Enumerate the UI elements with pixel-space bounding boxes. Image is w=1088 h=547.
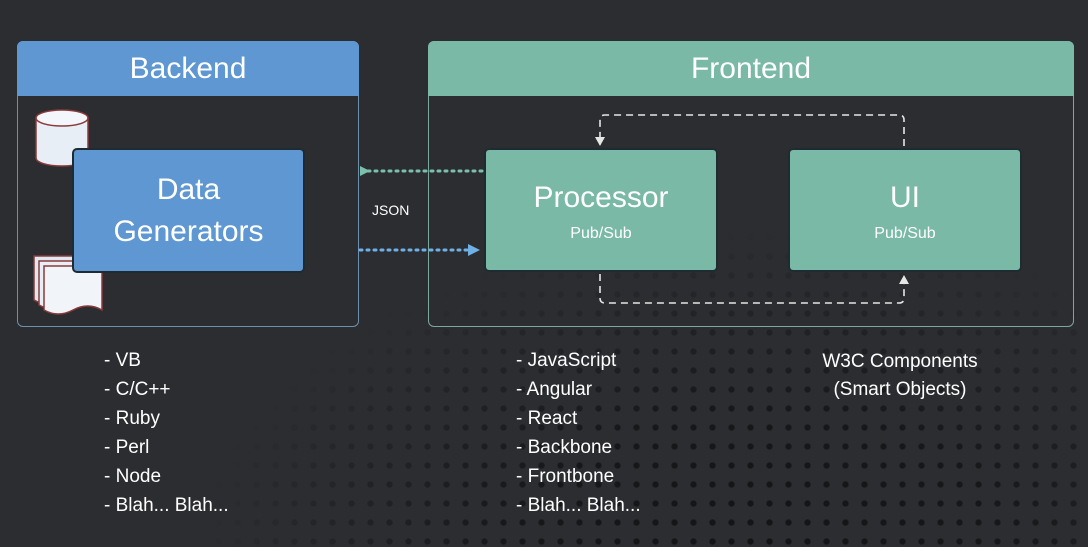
- backend-panel: Backend: [17, 41, 359, 327]
- backend-language-list: - VB - C/C++ - Ruby - Perl - Node - Blah…: [104, 346, 229, 520]
- w3c-components-line2: (Smart Objects): [833, 379, 967, 400]
- ui-box: UI Pub/Sub: [788, 148, 1022, 272]
- list-item: - Backbone: [516, 437, 613, 458]
- w3c-components-note: W3C Components (Smart Objects): [790, 348, 1010, 404]
- pubsub-loop-top: [599, 114, 905, 146]
- data-generators-box: Data Generators: [72, 148, 305, 273]
- frontend-framework-list: - JavaScript - Angular - React - Backbon…: [516, 346, 641, 520]
- ui-subtitle: Pub/Sub: [874, 225, 936, 242]
- data-generators-line2: Generators: [113, 214, 264, 248]
- list-item: - Blah... Blah...: [104, 495, 229, 516]
- pubsub-loop-bottom: [599, 274, 905, 304]
- list-item: - Angular: [516, 379, 593, 400]
- pubsub-loop-bottom-arrowhead: [899, 275, 909, 284]
- processor-title: Processor: [533, 181, 669, 214]
- processor-subtitle: Pub/Sub: [570, 225, 632, 242]
- backend-header: Backend: [17, 41, 359, 96]
- list-item: - Frontbone: [516, 466, 615, 487]
- list-item: - React: [516, 408, 578, 429]
- list-item: - Node: [104, 466, 162, 487]
- list-item: - Perl: [104, 437, 150, 458]
- data-generators-line1: Data: [156, 172, 221, 206]
- json-label: JSON: [372, 202, 410, 218]
- w3c-components-line1: W3C Components: [822, 351, 978, 372]
- processor-box: Processor Pub/Sub: [484, 148, 718, 272]
- list-item: - JavaScript: [516, 350, 617, 371]
- frontend-panel: Frontend: [428, 41, 1074, 327]
- frontend-header: Frontend: [428, 41, 1074, 96]
- list-item: - Blah... Blah...: [516, 495, 641, 516]
- list-item: - VB: [104, 350, 141, 371]
- ui-title: UI: [890, 181, 920, 214]
- pubsub-loop-top-arrowhead: [595, 137, 605, 146]
- list-item: - Ruby: [104, 408, 160, 429]
- list-item: - C/C++: [104, 379, 171, 400]
